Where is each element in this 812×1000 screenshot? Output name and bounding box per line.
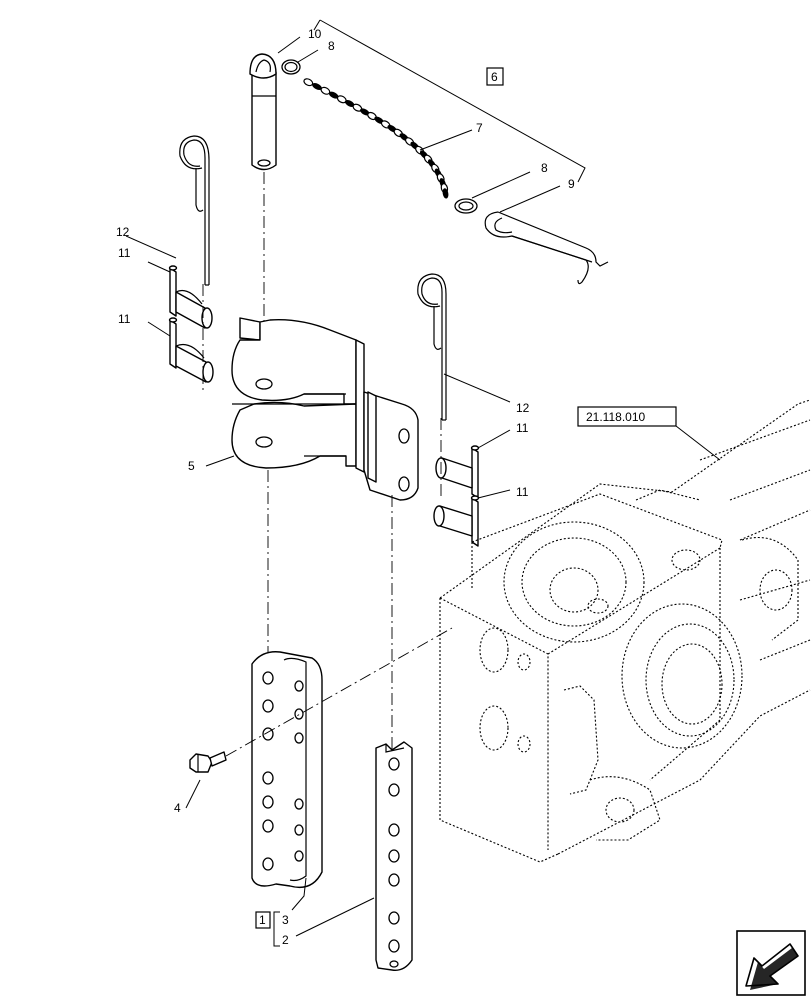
callout-12-left: 12	[116, 225, 130, 239]
leader-lines	[125, 36, 721, 937]
clevis-pin-11-upper-right	[435, 445, 480, 499]
callout-labels: 10 8 7 8 9 12 11 11 5 12 11 11 4 3 2	[116, 27, 575, 947]
callout-9: 9	[568, 177, 575, 191]
callout-11-upper-right: 11	[516, 421, 529, 435]
bolt-4	[189, 751, 227, 773]
linch-clip-9	[484, 211, 609, 285]
r-clip-12-left	[179, 135, 210, 286]
bracket-rail-2	[375, 741, 413, 971]
kit-6-bracket	[313, 19, 586, 183]
chain-link	[442, 188, 449, 199]
split-ring-8-upper	[281, 59, 301, 75]
transmission-housing	[439, 399, 811, 863]
drawbar-clevis-5	[231, 317, 419, 501]
hitch-pin-10	[249, 53, 277, 171]
r-clip-12-right	[417, 273, 447, 421]
callout-5: 5	[188, 459, 195, 473]
reference-assembly-box[interactable]: 21.118.010	[577, 406, 677, 427]
callout-3: 3	[282, 913, 289, 927]
callout-10: 10	[308, 27, 322, 41]
callout-11-lower-left: 11	[118, 312, 131, 326]
svg-text:1: 1	[259, 913, 266, 927]
bracket-rail-3	[251, 651, 323, 889]
callout-4: 4	[174, 801, 181, 815]
chain-7	[303, 78, 449, 199]
kit-1-box: 1	[255, 911, 280, 947]
callout-7: 7	[476, 121, 483, 135]
clevis-pin-11-lower-right	[433, 495, 480, 547]
callout-8-lower: 8	[541, 161, 548, 175]
clevis-pin-11-upper-left	[168, 265, 213, 329]
callout-2: 2	[282, 933, 289, 947]
split-ring-8-lower	[454, 198, 478, 214]
kit-6-box: 6	[486, 67, 504, 86]
callout-11-upper-left: 11	[118, 246, 131, 260]
callout-8-upper: 8	[328, 39, 335, 53]
svg-text:6: 6	[491, 70, 498, 84]
callout-12-right: 12	[516, 401, 530, 415]
svg-text:21.118.010: 21.118.010	[586, 410, 645, 424]
callout-11-lower-right: 11	[516, 485, 529, 499]
page-navigation-arrow-icon[interactable]	[736, 930, 806, 996]
